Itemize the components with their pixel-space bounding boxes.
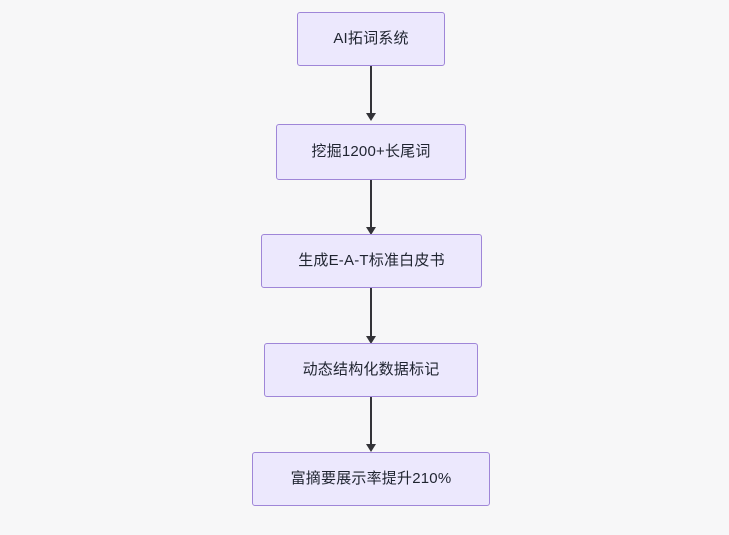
- flow-node-label: 生成E-A-T标准白皮书: [298, 252, 445, 269]
- flow-arrowhead-n3-n4: [366, 336, 376, 344]
- flow-node-generate-eat-whitepaper[interactable]: 生成E-A-T标准白皮书: [261, 234, 482, 288]
- flow-node-rich-snippet-rate[interactable]: 富摘要展示率提升210%: [252, 452, 490, 506]
- flow-node-label: 挖掘1200+长尾词: [311, 143, 431, 160]
- flow-edge-n2-n3: [370, 180, 372, 229]
- flow-edge-n4-n5: [370, 397, 372, 446]
- flow-arrowhead-n4-n5: [366, 444, 376, 452]
- flow-node-label: 动态结构化数据标记: [302, 361, 440, 378]
- flow-node-label: AI拓词系统: [333, 30, 409, 47]
- flow-node-dynamic-structured-data[interactable]: 动态结构化数据标记: [264, 343, 478, 397]
- flow-arrowhead-n1-n2: [366, 113, 376, 121]
- flow-node-ai-keyword-system[interactable]: AI拓词系统: [297, 12, 445, 66]
- flow-arrowhead-n2-n3: [366, 227, 376, 235]
- flow-edge-n3-n4: [370, 288, 372, 338]
- flow-edge-n1-n2: [370, 66, 372, 115]
- flow-node-label: 富摘要展示率提升210%: [290, 470, 452, 487]
- flow-node-mine-longtail-keywords[interactable]: 挖掘1200+长尾词: [276, 124, 466, 180]
